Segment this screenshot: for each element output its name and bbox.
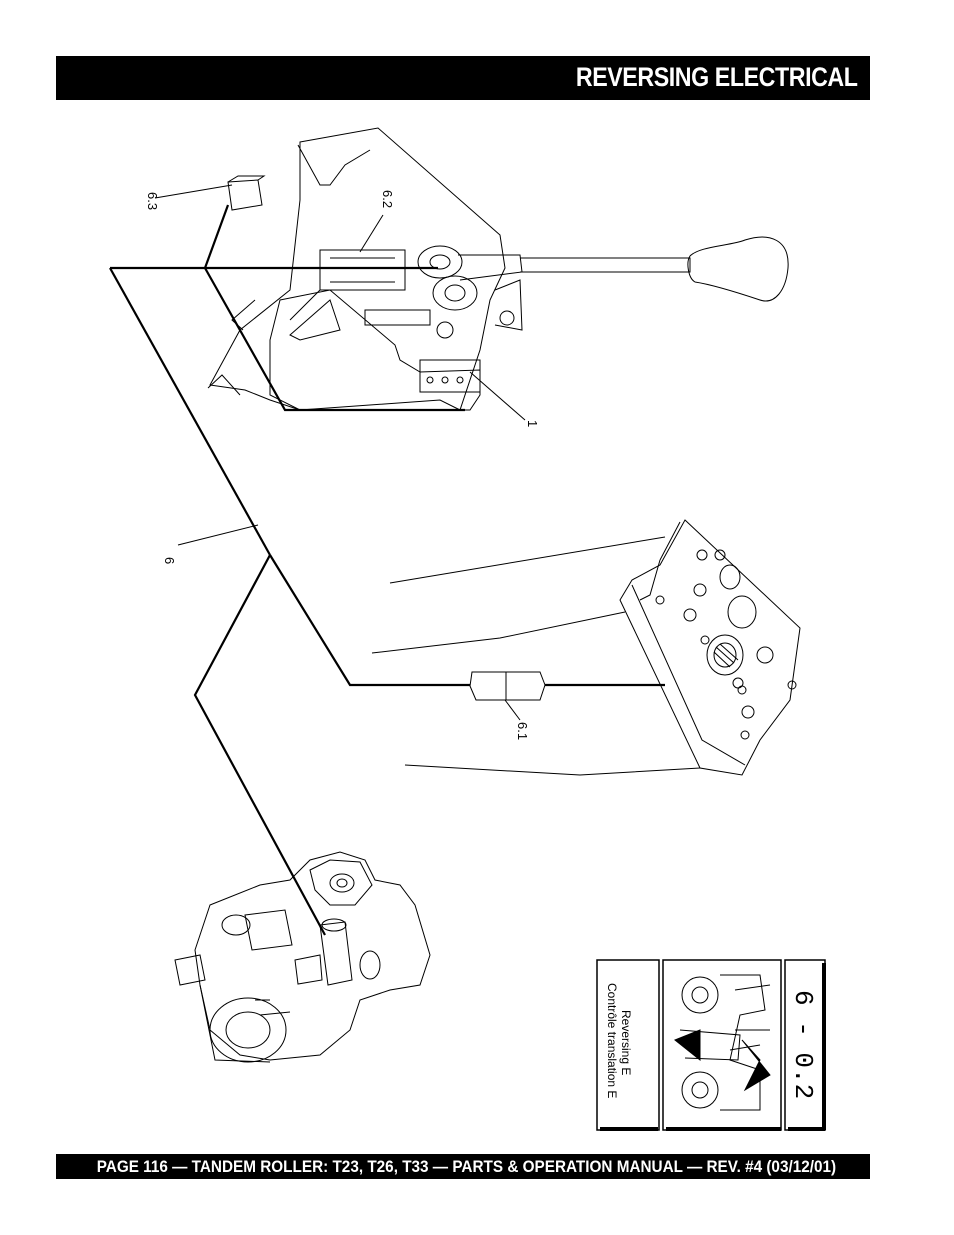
connector-6-1 [469, 671, 546, 701]
callout-6-1: 6.1 [515, 722, 530, 740]
footer-bar: PAGE 116 — TANDEM ROLLER: T23, T26, T33 … [56, 1154, 870, 1179]
callout-1: 1 [525, 420, 540, 427]
callout-6-2: 6.2 [380, 190, 395, 208]
control-housing [619, 519, 801, 776]
reference-legend-box: Reversing E Contrôle translation E 6 - 0… [596, 959, 826, 1131]
roller-thumbnail [674, 974, 771, 1111]
pump-valve-assembly [174, 851, 431, 1063]
header-bar: REVERSING ELECTRICAL [56, 56, 870, 100]
footer-text: PAGE 116 — TANDEM ROLLER: T23, T26, T33 … [96, 1157, 837, 1176]
callout-6: 6 [162, 557, 177, 564]
legend-title-fr: Contrôle translation E [605, 983, 619, 1098]
callout-6-3: 6.3 [145, 192, 160, 210]
section-code: 6 - 0.2 [788, 990, 818, 1099]
legend-title-en: Reversing E [619, 1010, 633, 1075]
connector-6-3 [227, 175, 266, 211]
page-title: REVERSING ELECTRICAL [576, 62, 858, 92]
lever-bracket-assembly [207, 127, 789, 411]
wiring-harness [109, 204, 665, 936]
